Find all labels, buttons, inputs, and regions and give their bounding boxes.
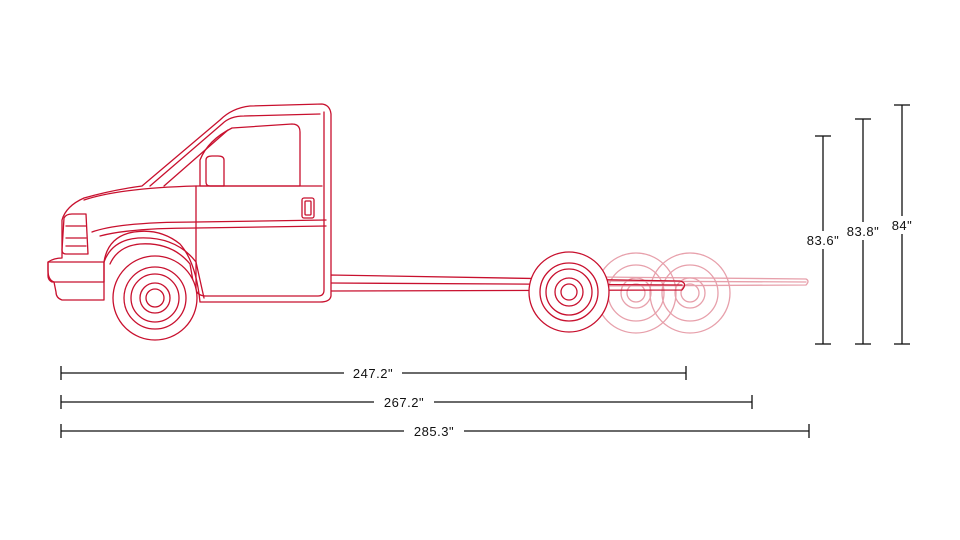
height-label-2: 83.8" <box>847 224 879 239</box>
length-dimension-1: 247.2" <box>60 366 687 381</box>
front-tire <box>112 255 198 341</box>
front-axle <box>145 288 165 308</box>
height-label-1-bg <box>804 231 842 249</box>
height-label-1: 83.6" <box>807 233 839 248</box>
front-wheel <box>112 255 198 341</box>
height-label-2-bg <box>844 222 882 240</box>
front-hub <box>139 282 171 314</box>
front-rim-inner <box>130 273 180 323</box>
hub-ghost-mid <box>620 277 652 309</box>
frame-extension-ghost <box>599 276 809 287</box>
frame-rail-inner <box>329 282 683 286</box>
cab <box>47 103 332 303</box>
cab-outline <box>47 103 332 303</box>
side-mirror <box>205 155 225 187</box>
length-label-2: 267.2" <box>384 395 424 410</box>
front-rim <box>123 266 187 330</box>
roof-inner-line <box>149 113 321 187</box>
axle-ghost-mid <box>626 283 646 303</box>
axle-ghost-far <box>680 283 700 303</box>
door-window <box>199 123 301 187</box>
rear-hub <box>554 277 584 307</box>
wheel-arch-outer <box>103 237 205 299</box>
rear-rim-inner <box>545 268 593 316</box>
body-trim-lower <box>99 225 327 237</box>
length-dimension-2: 267.2" <box>60 395 753 410</box>
length-dimensions: 247.2" 267.2" 285.3" <box>60 366 810 439</box>
door-handle-inner <box>304 200 312 216</box>
rear-axle <box>560 283 578 301</box>
frame-rail-outline <box>329 274 686 292</box>
hub-ghost-far <box>674 277 706 309</box>
frame-rail-ghost-inner <box>599 280 807 283</box>
height-dimension-3: 84" <box>887 104 917 345</box>
height-dimension-1: 83.6" <box>804 135 842 345</box>
rim-ghost-mid <box>607 264 665 322</box>
front-bumper <box>47 261 105 283</box>
wheel-arch-inner <box>109 243 197 299</box>
hood-line <box>83 185 323 201</box>
height-dimensions: 83.6" 83.8" 84" <box>804 104 917 345</box>
rear-rim <box>539 262 599 322</box>
length-label-3: 285.3" <box>414 424 454 439</box>
rim-ghost-far <box>661 264 719 322</box>
height-dimension-2: 83.8" <box>844 118 882 345</box>
body-trim-upper <box>91 219 327 233</box>
length-dimension-3: 285.3" <box>60 424 810 439</box>
height-label-3: 84" <box>892 218 913 233</box>
frame-rail-ghost <box>599 276 809 287</box>
a-pillar <box>163 129 229 187</box>
length-label-1: 247.2" <box>353 366 393 381</box>
rear-tire <box>528 251 610 333</box>
frame-rail <box>329 274 686 292</box>
truck-illustration <box>47 103 809 341</box>
height-label-3-bg <box>887 216 917 234</box>
door-handle <box>301 197 315 219</box>
tire-ghost-far <box>649 252 731 334</box>
rear-wheel-ghost-far <box>649 252 731 334</box>
rear-wheel <box>528 251 610 333</box>
headlight <box>61 213 89 255</box>
